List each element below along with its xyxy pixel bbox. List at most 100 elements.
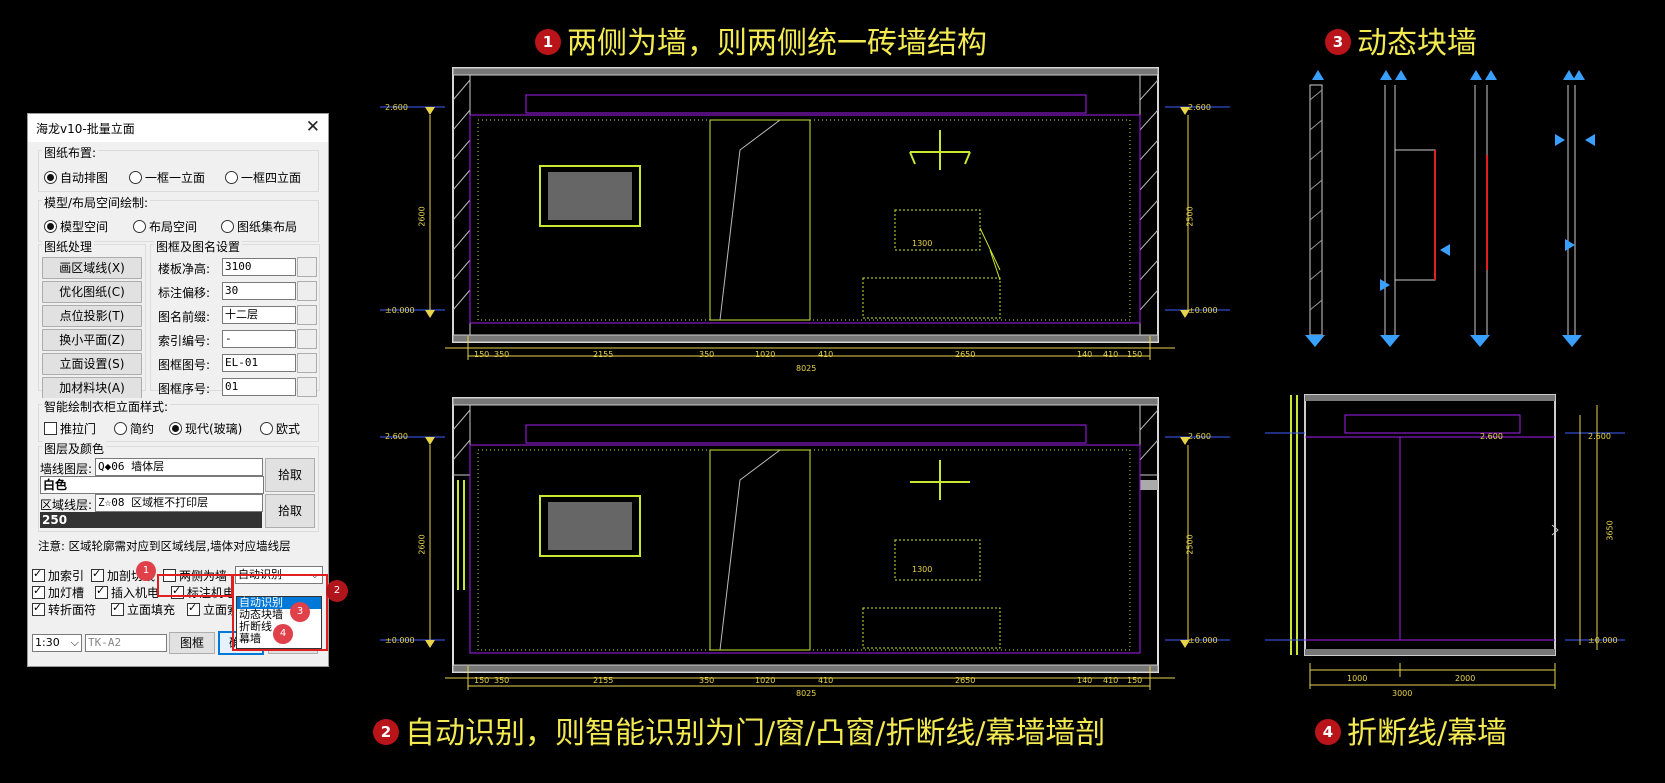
layout-option-auto[interactable]: 自动排图 <box>44 169 108 186</box>
insert-mep-checkbox[interactable]: 插入机电 <box>95 584 159 601</box>
index-number-label: 索引编号: <box>158 334 211 348</box>
level-bottom-right-3: ±0.000 <box>1588 636 1618 645</box>
elevation-settings-button[interactable]: 立面设置(S) <box>42 353 142 375</box>
dim-offset-label: 标注偏移: <box>158 286 211 300</box>
add-material-block-button[interactable]: 加材料块(A) <box>42 377 142 399</box>
caption-text: 两侧为墙，则两侧统一砖墙结构 <box>567 26 987 61</box>
frame-seq-input[interactable]: 01 <box>222 378 296 396</box>
checkbox-icon <box>32 567 45 582</box>
layout-option-one-per-frame[interactable]: 一框一立面 <box>129 169 205 186</box>
level-top-right-3: 2.600 <box>1480 432 1503 441</box>
dialog-titlebar[interactable]: 海龙v10-批量立面 ✕ <box>28 114 328 142</box>
level-bottom-right: ±0.000 <box>1188 306 1218 315</box>
wall-layer-input[interactable]: Q◆06 墙体层 <box>95 458 263 476</box>
add-index-checkbox[interactable]: 加索引 <box>32 567 84 584</box>
chevron-down-icon: ⌵ <box>70 636 79 649</box>
checkbox-icon <box>32 601 45 616</box>
dim-150: 150 <box>474 350 490 359</box>
checkbox-icon <box>111 601 124 616</box>
dim-140: 140 <box>1077 350 1093 359</box>
pick-icon[interactable] <box>297 329 317 349</box>
dim-2650: 2650 <box>955 350 976 359</box>
frame-button[interactable]: 图框 <box>169 632 215 654</box>
pick-icon[interactable] <box>297 377 317 397</box>
layout-option-four-per-frame[interactable]: 一框四立面 <box>225 169 301 186</box>
elevation-fill-checkbox[interactable]: 立面填充 <box>111 601 175 618</box>
dropdown-highlight <box>232 574 328 651</box>
dim-1000: 1000 <box>1347 674 1368 683</box>
level-bottom-left: ±0.000 <box>385 306 415 315</box>
dim-350b: 350 <box>699 350 715 359</box>
scale-select[interactable]: 1:30⌵ <box>32 634 82 652</box>
checkbox-icon <box>95 584 108 599</box>
space-option-sheetset[interactable]: 图纸集布局 <box>221 218 297 235</box>
dropdown-option-dynamic-block[interactable]: 动态块墙 <box>239 608 283 621</box>
wardrobe-group-label: 智能绘制衣柜立面样式: <box>42 398 171 415</box>
pick-area-layer-button[interactable]: 拾取 <box>265 494 315 528</box>
pick-icon[interactable] <box>297 281 317 301</box>
dropdown-option-curtain-wall[interactable]: 幕墙 <box>239 632 261 645</box>
checkbox-icon <box>187 601 200 616</box>
space-option-layout[interactable]: 布局空间 <box>133 218 197 235</box>
frame-code-field[interactable]: TK-A2 <box>85 634 167 652</box>
layout-group <box>38 150 319 192</box>
area-layer-input[interactable]: Z☆08 区域框不打印层 <box>95 494 263 512</box>
layers-group-label: 图层及颜色 <box>42 440 107 457</box>
radio-icon <box>44 171 57 184</box>
pick-icon[interactable] <box>297 305 317 325</box>
add-light-slot-checkbox[interactable]: 加灯槽 <box>32 584 84 601</box>
pick-icon[interactable] <box>297 257 317 277</box>
space-option-model[interactable]: 模型空间 <box>44 218 108 235</box>
checkbox-icon <box>91 567 104 582</box>
dim-1020: 1020 <box>755 350 776 359</box>
level-top-left-2: 2.600 <box>385 432 408 441</box>
cad-curtain-wall-elevation <box>1265 394 1625 689</box>
pick-icon[interactable] <box>297 353 317 373</box>
dim-150b: 150 <box>1127 350 1143 359</box>
dim-1020-2: 1020 <box>755 676 776 685</box>
floor-height-input[interactable]: 3100 <box>222 258 296 276</box>
elevation-index-checkbox[interactable]: 立面索引 <box>187 601 233 618</box>
draw-area-line-button[interactable]: 画区域线(X) <box>42 257 142 279</box>
wardrobe-style-european[interactable]: 欧式 <box>260 420 300 437</box>
caption-number-badge: 3 <box>1325 29 1351 55</box>
dim-height-b: 2500 <box>1185 206 1195 227</box>
caption-text: 动态块墙 <box>1357 26 1477 61</box>
checkbox-icon <box>32 584 45 599</box>
note-text: 注意: 区域轮廓需对应到区域线层,墙体对应墙线层 <box>38 539 291 553</box>
dim-350b-2: 350 <box>699 676 715 685</box>
dim-1300-2: 1300 <box>912 565 933 574</box>
wardrobe-style-simple[interactable]: 简约 <box>114 420 154 437</box>
dim-height-b-2: 2500 <box>1185 534 1195 555</box>
point-projection-button[interactable]: 点位投影(T) <box>42 305 142 327</box>
space-group-label: 模型/布局空间绘制: <box>42 194 151 211</box>
name-prefix-input[interactable]: 十二层 <box>222 306 296 324</box>
wall-color-swatch[interactable]: 白色 <box>40 476 264 494</box>
dim-total-2: 8025 <box>796 689 817 698</box>
caption-text: 自动识别，则智能识别为门/窗/凸窗/折断线/幕墙墙剖 <box>405 716 1106 751</box>
radio-icon <box>260 422 273 435</box>
dim-3000: 3000 <box>1392 689 1413 698</box>
pick-wall-layer-button[interactable]: 拾取 <box>265 458 315 492</box>
frame-code-input[interactable]: EL-01 <box>222 354 296 372</box>
wardrobe-style-modern[interactable]: 现代(玻璃) <box>169 420 242 437</box>
close-icon[interactable]: ✕ <box>305 117 320 137</box>
swap-small-plan-button[interactable]: 换小平面(Z) <box>42 329 142 351</box>
optimize-drawing-button[interactable]: 优化图纸(C) <box>42 281 142 303</box>
dropdown-option-breakline[interactable]: 折断线 <box>239 620 272 633</box>
dim-150b-2: 150 <box>1127 676 1143 685</box>
area-color-swatch[interactable]: 250 <box>40 512 262 528</box>
dim-410b: 410 <box>1103 350 1119 359</box>
dim-offset-input[interactable]: 30 <box>222 282 296 300</box>
sliding-door-checkbox[interactable]: 推拉门 <box>44 420 96 437</box>
frame-seq-label: 图框序号: <box>158 382 211 396</box>
turn-surface-checkbox[interactable]: 转折面符 <box>32 601 96 618</box>
dim-150-2: 150 <box>474 676 490 685</box>
index-number-input[interactable]: - <box>222 330 296 348</box>
dim-2650-2: 2650 <box>955 676 976 685</box>
frame-code-label: 图框图号: <box>158 358 211 372</box>
level-top-right-2: 2.600 <box>1188 432 1211 441</box>
